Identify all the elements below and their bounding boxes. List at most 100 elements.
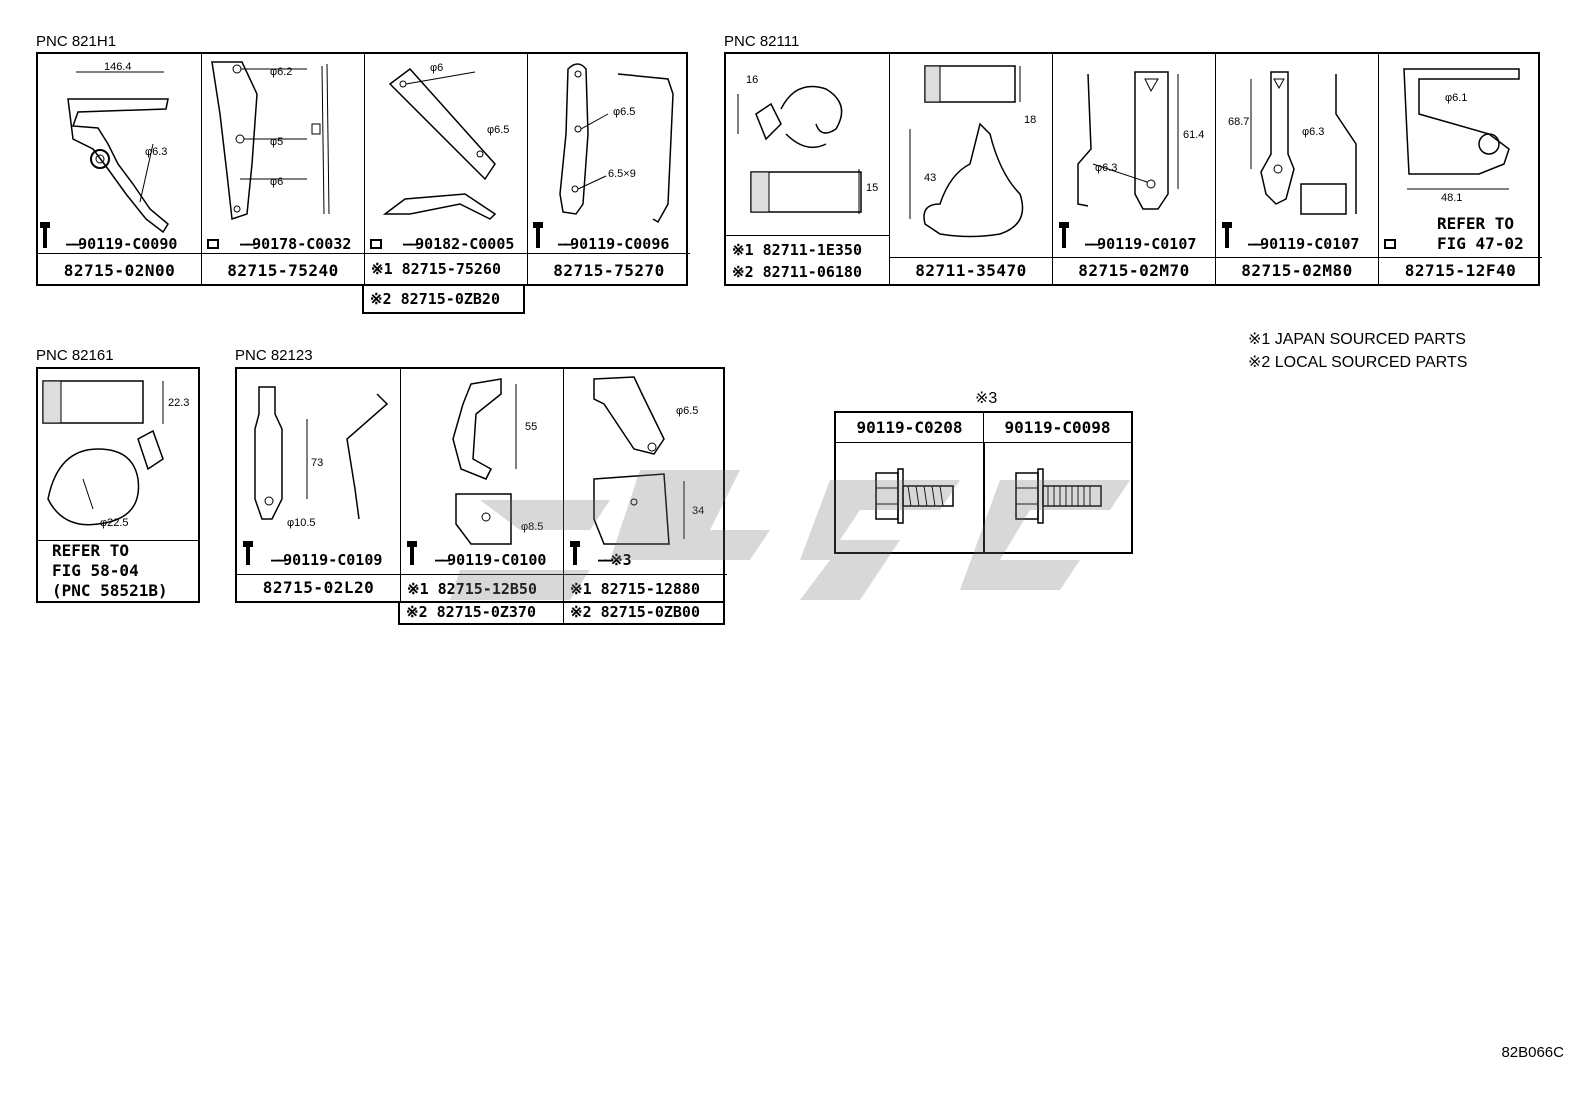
x3-col1-header[interactable]: 90119-C0208 [836,413,984,443]
legend-local: ※2 LOCAL SOURCED PARTS [1248,354,1468,371]
leader-line-icon: —— [403,235,418,253]
dim-hole-top: φ6 [430,62,444,74]
leader-line-icon: —— [558,235,573,253]
dim-hole: φ6.5 [613,106,636,118]
pnc-label-82111: PNC 82111 [724,33,800,50]
bracket-drawing [1059,71,1179,248]
part-number[interactable]: 82715-02M70 [1078,261,1190,280]
dim-length: 43 [924,172,937,184]
leader-line-icon: —— [240,235,255,253]
clip-drawing [42,380,164,526]
part-number[interactable]: 82715-02N00 [63,261,176,280]
part-number-japan[interactable]: ※1 82715-12880 [570,580,700,598]
part-number-japan[interactable]: ※1 82711-1E350 [732,241,862,259]
bolt-part-number[interactable]: ——90119-C0109 [271,551,383,569]
dim-height: 16 [746,74,759,86]
leader-line-icon: —— [435,551,450,569]
dim-hole: φ6.3 [145,146,168,158]
dim-hole-low: φ6.5 [487,124,510,136]
legend-japan: ※1 JAPAN SOURCED PARTS [1248,331,1466,348]
bracket-drawing [207,61,330,249]
bracket-drawing [1222,71,1357,248]
part-cell-clip-82161[interactable]: 22.3 φ22.5 REFER TO FIG 58-04 (PNC 58521… [38,369,198,601]
x3-col2-header[interactable]: 90119-C0098 [984,413,1131,443]
part-number[interactable]: 82715-12F40 [1404,261,1517,280]
dim-hole-top: φ6.2 [270,66,293,78]
leader-line-icon: —— [1248,235,1263,253]
x3-title: ※3 [975,390,998,407]
dim-hole: φ8.5 [521,521,544,533]
bracket-drawing [1384,68,1520,249]
part-cell-82711-35470[interactable]: 18 43 82711-35470 [889,54,1052,284]
group-821h1: 146.4 φ6.3 ——90119-C0090 82715-02N00 φ6.… [36,52,690,286]
part-cell-82715-12880[interactable]: φ6.5 34 ——※3 ※1 82715-12880 [563,369,727,601]
bolt-part-number[interactable]: ——90119-C0107 [1085,235,1197,253]
group-82123: 73 φ10.5 ——90119-C0109 82715-02L20 55 φ8… [235,367,727,603]
dim-diameter: 15 [866,182,879,194]
dim-height: 22.3 [168,397,190,409]
bolt-90119-c0208-icon [875,468,954,524]
part-number[interactable]: 82715-75270 [553,261,665,280]
bracket-drawing [407,378,517,565]
pnc-label-82123: PNC 82123 [235,347,313,364]
dim-length: 61.4 [1183,129,1205,141]
bolt-part-number[interactable]: ——90178-C0032 [240,235,352,253]
legend: ※1 JAPAN SOURCED PARTS ※2 LOCAL SOURCED … [1248,328,1467,374]
bolt-ref-x3[interactable]: ——※3 [598,551,632,569]
bolt-part-number[interactable]: ——90119-C0096 [558,235,670,253]
leader-line-icon: —— [271,551,286,569]
part-number-local[interactable]: ※2 82711-06180 [732,263,862,281]
part-cell-82715-75260[interactable]: φ6 φ6.5 ——90182-C0005 ※1 82715-75260 [364,54,527,284]
pnc-label-82161: PNC 82161 [36,347,114,364]
leader-line-icon: —— [66,235,81,253]
part-cell-82715-12b50[interactable]: 55 φ8.5 ——90119-C0100 ※1 82715-12B50 [400,369,563,601]
part-number-japan[interactable]: ※1 82715-75260 [371,260,501,278]
dim-length: 55 [525,421,538,433]
part-cell-82711-1e350[interactable]: 16 15 ※1 82711-1E350 ※2 82711-06180 [726,54,889,284]
dim-diameter: φ22.5 [100,517,129,529]
part-cell-82715-02l20[interactable]: 73 φ10.5 ——90119-C0109 82715-02L20 [237,369,400,601]
group-82161: 22.3 φ22.5 REFER TO FIG 58-04 (PNC 58521… [36,367,200,603]
dim-length: 73 [311,457,324,469]
part-cell-82715-75240[interactable]: φ6.2 φ5 φ6 ——90178-C0032 82715-75240 [201,54,364,284]
part-number-local[interactable]: ※2 82715-0ZB00 [563,601,727,623]
bracket-drawing [243,386,389,565]
part-number[interactable]: 82711-35470 [915,261,1027,280]
group-82111: 16 15 ※1 82711-1E350 ※2 82711-06180 18 4… [724,52,1542,286]
bolt-part-number[interactable]: ——90119-C0107 [1248,235,1360,253]
x3-table: 90119-C0208 90119-C0098 [834,411,1133,554]
dim-hole: φ6.5 [676,405,699,417]
leader-line-icon: —— [1085,235,1100,253]
part-number[interactable]: 82715-02L20 [262,578,375,597]
dim-hole-mid: φ5 [270,136,284,148]
dim-hole: φ10.5 [287,517,316,529]
part-cell-82715-02m80[interactable]: 68.7 φ6.3 ——90119-C0107 82715-02M80 [1215,54,1378,284]
bracket-drawing [40,71,169,248]
part-number-local[interactable]: ※2 82715-0ZB20 [370,290,500,308]
refer-note: REFER TO FIG 47-02 [1437,214,1524,253]
dim-height: 18 [1024,114,1037,126]
part-number[interactable]: 82715-75240 [227,261,339,280]
part-cell-82715-12f40[interactable]: φ6.1 48.1 REFER TO FIG 47-02 82715-12F40 [1378,54,1542,284]
dim-width: 146.4 [104,61,132,73]
bolt-part-number[interactable]: ——90182-C0005 [403,235,515,253]
part-number-local-box: ※2 82715-0Z370 ※2 82715-0ZB00 [398,601,727,625]
part-cell-82715-02n00[interactable]: 146.4 φ6.3 ——90119-C0090 82715-02N00 [38,54,201,284]
dim-slot: 6.5×9 [608,168,636,180]
dim-hole: φ6.1 [1445,92,1468,104]
part-cell-82715-75270[interactable]: φ6.5 6.5×9 ——90119-C0096 82715-75270 [527,54,690,284]
part-number-local-box: ※2 82715-0ZB20 [362,286,525,314]
part-cell-82715-02m70[interactable]: 61.4 φ6.3 ——90119-C0107 82715-02M70 [1052,54,1215,284]
clip-drawing [909,65,1024,238]
part-number-japan[interactable]: ※1 82715-12B50 [407,580,537,598]
leader-line-icon: —— [598,551,613,569]
figure-code: 82B066C [1501,1044,1564,1061]
part-number-local[interactable]: ※2 82715-0Z370 [406,603,536,621]
bolt-part-number[interactable]: ——90119-C0100 [435,551,547,569]
bolt-part-number[interactable]: ——90119-C0090 [66,235,178,253]
part-number[interactable]: 82715-02M80 [1241,261,1353,280]
bolt-drawings [875,468,1102,524]
dim-width: 48.1 [1441,192,1463,204]
bracket-drawing [533,63,674,248]
dim-length: 68.7 [1228,116,1250,128]
